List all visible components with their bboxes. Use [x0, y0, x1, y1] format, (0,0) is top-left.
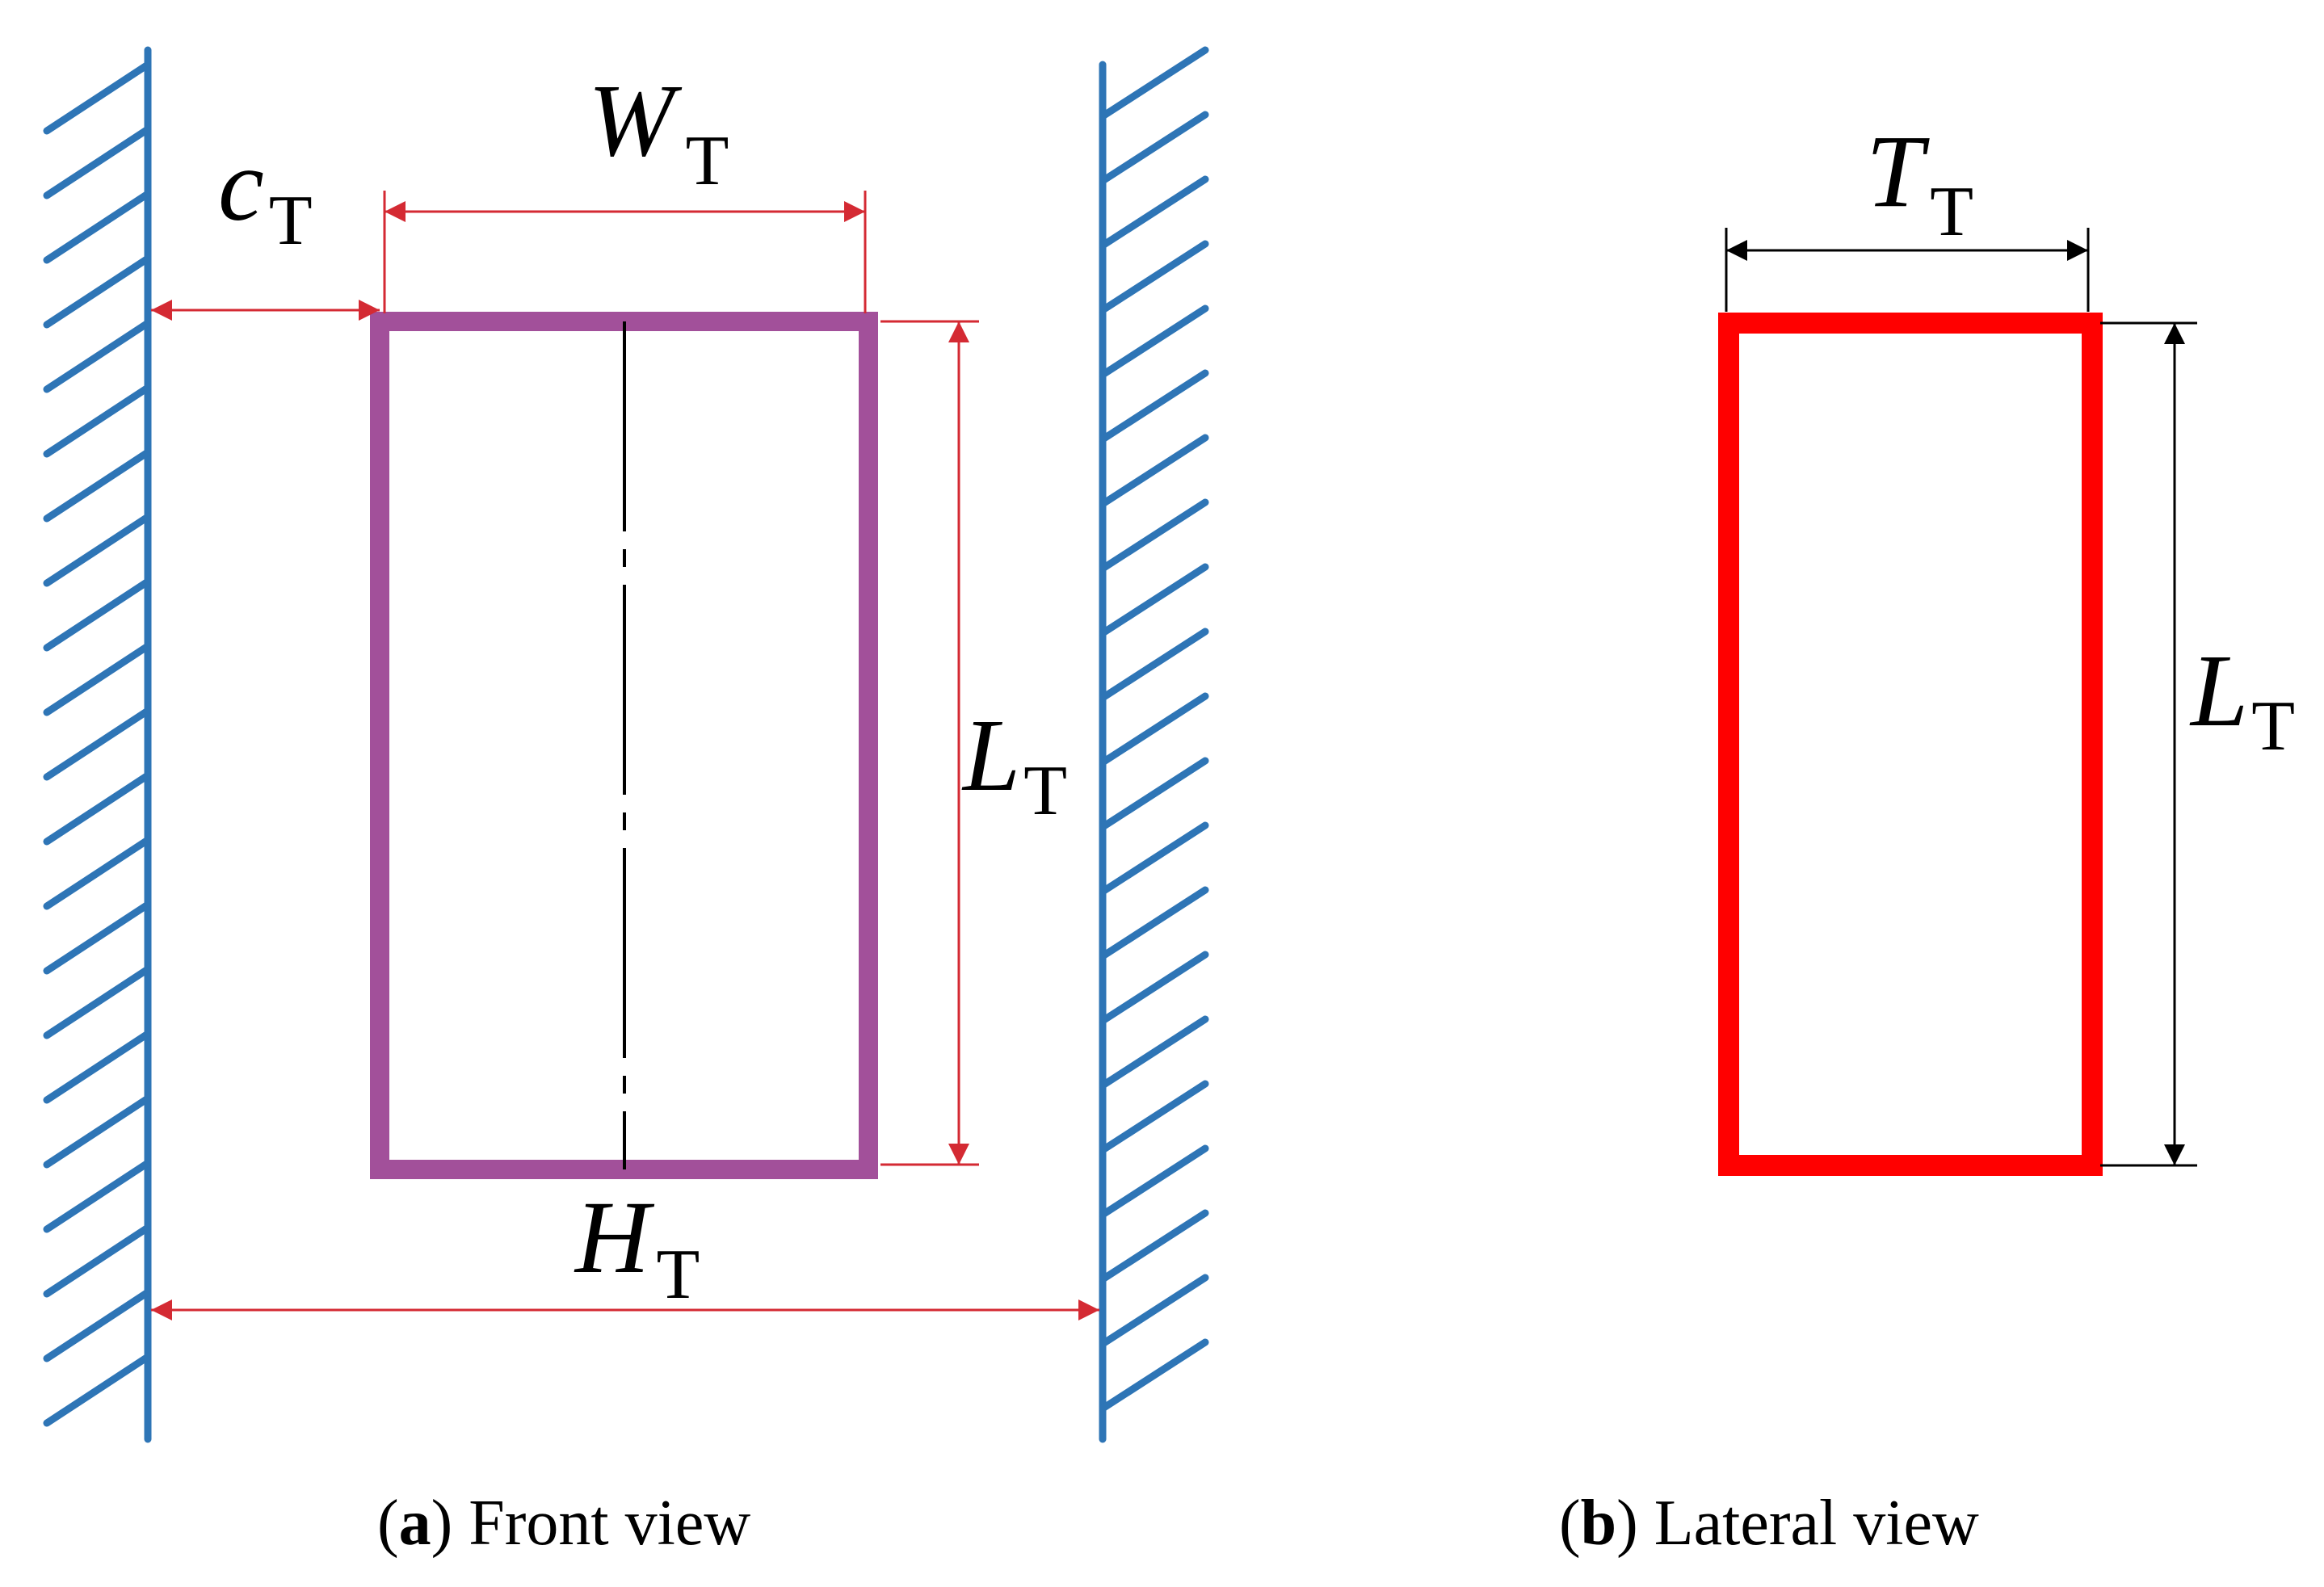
label-t: TT: [1866, 114, 1973, 251]
right-wall-hatch-line: [1099, 111, 1209, 185]
left-wall-hatch-line: [43, 125, 152, 199]
left-wall-hatch-line: [43, 707, 152, 781]
right-wall-hatch-line: [1099, 1144, 1209, 1219]
left-wall-hatch-line: [43, 448, 152, 523]
lateral-view: TT LT (b) Lateral view: [1559, 114, 2295, 1559]
lateral-tank-outline: [1718, 313, 2103, 1176]
caption-lateral: (b) Lateral view: [1559, 1488, 1979, 1559]
right-wall-hatch-line: [1099, 1015, 1209, 1089]
left-wall-hatch-line: [43, 1030, 152, 1104]
right-wall-hatch-line: [1099, 757, 1209, 831]
left-wall-hatch-line: [43, 61, 152, 135]
left-wall-hatch-line: [43, 836, 152, 910]
left-wall-hatch-line: [43, 1353, 152, 1427]
right-wall-hatch-line: [1099, 304, 1209, 379]
left-wall-hatch-line: [43, 319, 152, 393]
left-wall-hatch-line: [43, 513, 152, 587]
label-c: cT: [218, 128, 313, 260]
left-wall-hatch-line: [43, 190, 152, 264]
lateral-length-dimension: [2100, 321, 2197, 1167]
right-wall-hatch-line: [1099, 886, 1209, 960]
right-wall-hatch-line: [1099, 692, 1209, 766]
caption-front: (a) Front view: [377, 1488, 750, 1559]
right-wall-hatch-line: [1099, 498, 1209, 573]
left-wall-hatch-line: [43, 1094, 152, 1169]
right-wall-hatch-line: [1099, 628, 1209, 702]
right-wall-hatch-line: [1099, 175, 1209, 250]
left-wall-hatch-line: [43, 1159, 152, 1233]
left-wall-hatch-line: [43, 901, 152, 975]
thickness-dimension: [1725, 228, 2090, 312]
right-wall-hatch-line: [1099, 1209, 1209, 1283]
right-wall-hatch-line: [1099, 46, 1209, 120]
right-wall-hatch-line: [1099, 240, 1209, 314]
right-wall-hatch-line: [1099, 1080, 1209, 1154]
right-wall-hatch-line: [1099, 1274, 1209, 1348]
right-wall-hatch-line: [1099, 563, 1209, 637]
left-wall-hatch-line: [43, 1288, 152, 1362]
right-wall: [1099, 46, 1209, 1443]
right-wall-hatch-line: [1099, 369, 1209, 443]
right-wall-hatch-line: [1099, 1338, 1209, 1413]
right-wall-hatch-line: [1099, 434, 1209, 508]
left-wall-hatch-line: [43, 254, 152, 329]
label-l-front: LT: [961, 698, 1067, 830]
label-l-lateral: LT: [2189, 633, 2295, 766]
front-length-dimension: [880, 320, 979, 1166]
left-wall-hatch-line: [43, 577, 152, 652]
left-wall-hatch-line: [43, 384, 152, 458]
left-wall-hatch-line: [43, 965, 152, 1039]
left-wall-hatch-line: [43, 1224, 152, 1298]
right-wall-hatch-line: [1099, 821, 1209, 896]
width-dimension: [383, 191, 867, 313]
left-wall-hatch-line: [43, 771, 152, 846]
label-h: HT: [574, 1180, 700, 1314]
left-wall: [43, 46, 152, 1443]
right-wall-hatch-line: [1099, 951, 1209, 1025]
left-wall-hatch-line: [43, 642, 152, 716]
